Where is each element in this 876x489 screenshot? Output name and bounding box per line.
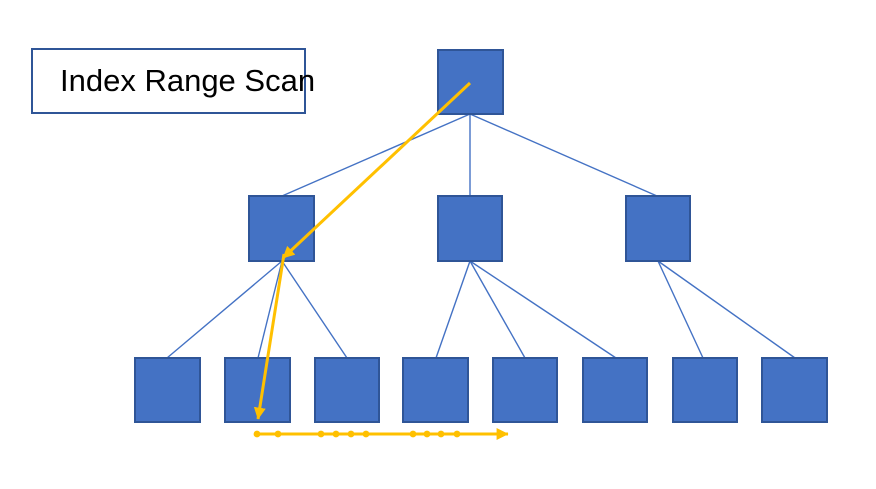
range-dot	[423, 430, 431, 438]
internal-node-1	[248, 195, 315, 262]
tree-edge	[657, 260, 796, 359]
internal-node-2	[437, 195, 503, 262]
leaf-node-8	[761, 357, 828, 423]
tree-edge	[435, 260, 471, 359]
range-dot	[453, 430, 461, 438]
range-dot	[362, 430, 370, 438]
leaf-node-3	[314, 357, 380, 423]
range-dot	[437, 430, 445, 438]
scan-arrow-internal-to-leaf	[253, 253, 286, 420]
range-dot	[253, 430, 261, 438]
tree-edges-layer	[166, 113, 796, 359]
tree-edge	[281, 113, 471, 197]
scan-path-layer	[253, 81, 509, 440]
tree-edge	[469, 260, 617, 359]
tree-edge	[281, 260, 348, 359]
range-dot	[347, 430, 355, 438]
range-dot	[332, 430, 340, 438]
tree-edge	[469, 113, 658, 197]
internal-node-3	[625, 195, 691, 262]
scan-arrow-root-to-internal	[281, 81, 472, 260]
title-box: Index Range Scan	[31, 48, 315, 114]
leaf-node-4	[402, 357, 469, 423]
tree-edge	[657, 260, 704, 359]
leaf-node-2	[224, 357, 291, 423]
leaf-node-6	[582, 357, 648, 423]
range-dot	[274, 430, 282, 438]
range-dot	[409, 430, 417, 438]
tree-nodes-layer	[134, 49, 828, 423]
leaf-node-5	[492, 357, 558, 423]
range-dot	[317, 430, 325, 438]
title-text: Index Range Scan	[60, 63, 316, 98]
tree-edge	[469, 260, 526, 359]
tree-edge	[257, 260, 283, 359]
leaf-node-7	[672, 357, 738, 423]
tree-edge	[166, 260, 283, 359]
leaf-node-1	[134, 357, 201, 423]
